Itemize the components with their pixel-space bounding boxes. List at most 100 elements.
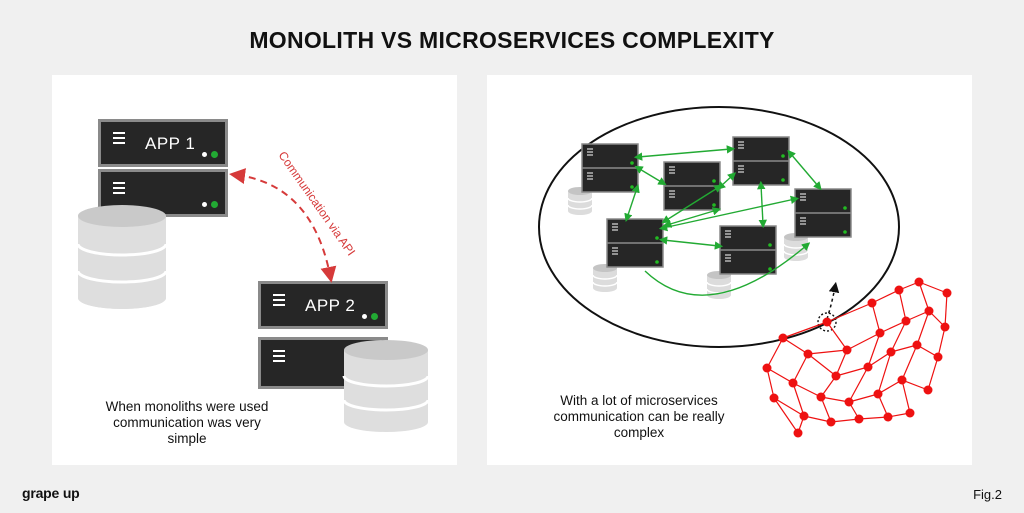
mesh-link <box>848 366 869 403</box>
server-vent-icon <box>113 132 125 147</box>
mesh-node <box>875 328 885 338</box>
mesh-node <box>793 428 803 438</box>
mesh-node <box>816 392 826 402</box>
mesh-node <box>844 397 854 407</box>
mesh-link <box>792 382 822 398</box>
mesh-link <box>877 351 892 395</box>
mesh-link <box>901 344 918 381</box>
mesh-node <box>822 317 832 327</box>
mesh-link <box>916 310 930 346</box>
mesh-node <box>940 322 950 332</box>
mesh-link <box>879 320 907 334</box>
mesh-link <box>901 379 911 414</box>
app1-label: APP 1 <box>145 134 196 153</box>
mesh-node <box>803 349 813 359</box>
service-link-arrow <box>662 207 722 228</box>
mesh-node <box>799 411 809 421</box>
mesh-link <box>803 415 832 423</box>
mesh-link <box>944 292 948 328</box>
microservices-caption: With a lot of microservices communicatio… <box>553 393 725 440</box>
mesh-link <box>846 332 881 351</box>
monolith-caption: When monoliths were used communication w… <box>105 399 269 446</box>
microservices-diagram <box>538 106 952 438</box>
mesh-link <box>830 418 860 423</box>
mesh-link <box>918 281 930 312</box>
app2-server-bottom <box>258 337 388 389</box>
figure-label: Fig.2 <box>973 487 1002 502</box>
mesh-node <box>924 306 934 316</box>
app1-server-top: APP 1 <box>98 119 228 167</box>
mesh-node <box>842 345 852 355</box>
mesh-link <box>918 281 948 294</box>
status-light-icon <box>202 152 207 157</box>
service-link-arrow <box>634 165 667 186</box>
mesh-node <box>897 375 907 385</box>
microservices-panel: With a lot of microservices communicatio… <box>487 75 972 465</box>
zoom-circle <box>817 312 837 332</box>
app1-server-bottom <box>98 169 228 217</box>
app2-label: APP 2 <box>305 296 356 315</box>
mesh-node <box>826 417 836 427</box>
mesh-link <box>848 393 879 403</box>
mesh-node <box>886 347 896 357</box>
mesh-link <box>792 382 805 417</box>
mesh-link <box>835 349 848 377</box>
mesh-link <box>820 396 850 403</box>
mesh-link <box>826 302 873 323</box>
power-light-icon <box>211 201 218 208</box>
mesh-link <box>867 332 881 368</box>
mesh-link <box>807 349 848 355</box>
mesh-node <box>831 371 841 381</box>
mesh-link <box>890 320 907 353</box>
brand-logo: grape up <box>22 485 80 501</box>
mesh-node <box>873 389 883 399</box>
mesh-link <box>871 289 900 304</box>
service-link-arrow <box>658 236 724 250</box>
mesh-node <box>788 378 798 388</box>
service-link-arrow <box>644 242 811 296</box>
app2-server-top: APP 2 <box>258 281 388 329</box>
mesh-link <box>937 326 946 358</box>
mesh-link <box>773 397 805 417</box>
zoom-arrow <box>826 281 840 320</box>
mesh-link <box>898 289 907 322</box>
status-light-icon <box>202 202 207 207</box>
mesh-link <box>766 367 794 384</box>
service-link-arrow <box>633 145 736 161</box>
mesh-link <box>871 302 881 334</box>
mesh-node <box>778 333 788 343</box>
mesh-node <box>914 277 924 287</box>
service-link-arrow <box>757 180 767 229</box>
mesh-link <box>807 353 837 377</box>
mesh-node <box>901 316 911 326</box>
mesh-node <box>912 340 922 350</box>
mesh-node <box>933 352 943 362</box>
mesh-link <box>867 351 892 368</box>
mesh-node <box>923 385 933 395</box>
mesh-link <box>782 321 828 339</box>
mesh-link <box>826 321 848 351</box>
system-boundary <box>538 106 900 348</box>
service-link-arrow <box>716 172 737 190</box>
mesh-link <box>792 353 809 384</box>
mesh-link <box>766 337 784 369</box>
server-vent-icon <box>273 294 285 309</box>
status-light-icon <box>362 314 367 319</box>
mesh-link <box>835 366 869 377</box>
mesh-node <box>905 408 915 418</box>
server-vent-icon <box>273 350 285 365</box>
mesh-link <box>858 416 889 420</box>
power-light-icon <box>371 313 378 320</box>
mesh-link <box>766 367 775 399</box>
server-vent-icon <box>113 182 125 197</box>
service-link-arrow <box>624 184 640 222</box>
mesh-node <box>769 393 779 403</box>
power-light-icon <box>211 151 218 158</box>
mesh-node <box>867 298 877 308</box>
mesh-link <box>773 397 799 434</box>
mesh-node <box>854 414 864 424</box>
mesh-node <box>883 412 893 422</box>
mesh-link <box>927 356 939 391</box>
monolith-panel: APP 1 APP 2 <box>52 75 457 465</box>
mesh-node <box>942 288 952 298</box>
